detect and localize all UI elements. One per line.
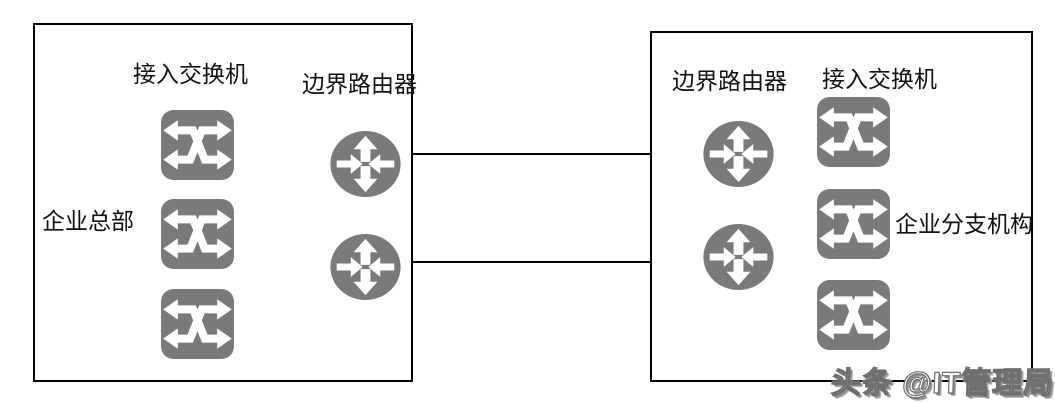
branch-border-router-label: 边界路由器 — [672, 69, 787, 94]
wan-link-line — [413, 261, 650, 263]
wan-link-line — [413, 153, 650, 155]
hq-border-router-label: 边界路由器 — [302, 72, 417, 97]
router-icon — [703, 121, 774, 187]
watermark-text: 头条 @IT管理局 — [830, 366, 1055, 400]
switch-icon — [161, 110, 234, 180]
switch-icon — [817, 97, 890, 167]
router-icon — [330, 234, 401, 300]
switch-icon — [161, 289, 234, 359]
switch-icon — [817, 189, 890, 259]
router-icon — [330, 131, 401, 197]
hq-access-switch-label: 接入交换机 — [133, 62, 248, 87]
branch-access-switch-label: 接入交换机 — [822, 67, 937, 92]
branch-box: 边界路由器 接入交换机 企业分支机构 — [650, 31, 1033, 382]
branch-site-name-label: 企业分支机构 — [895, 212, 1033, 237]
headquarters-box: 接入交换机 边界路由器 企业总部 — [33, 23, 417, 382]
hq-site-name-label: 企业总部 — [42, 209, 134, 234]
switch-icon — [161, 199, 234, 269]
router-icon — [703, 224, 774, 290]
switch-icon — [817, 280, 890, 350]
